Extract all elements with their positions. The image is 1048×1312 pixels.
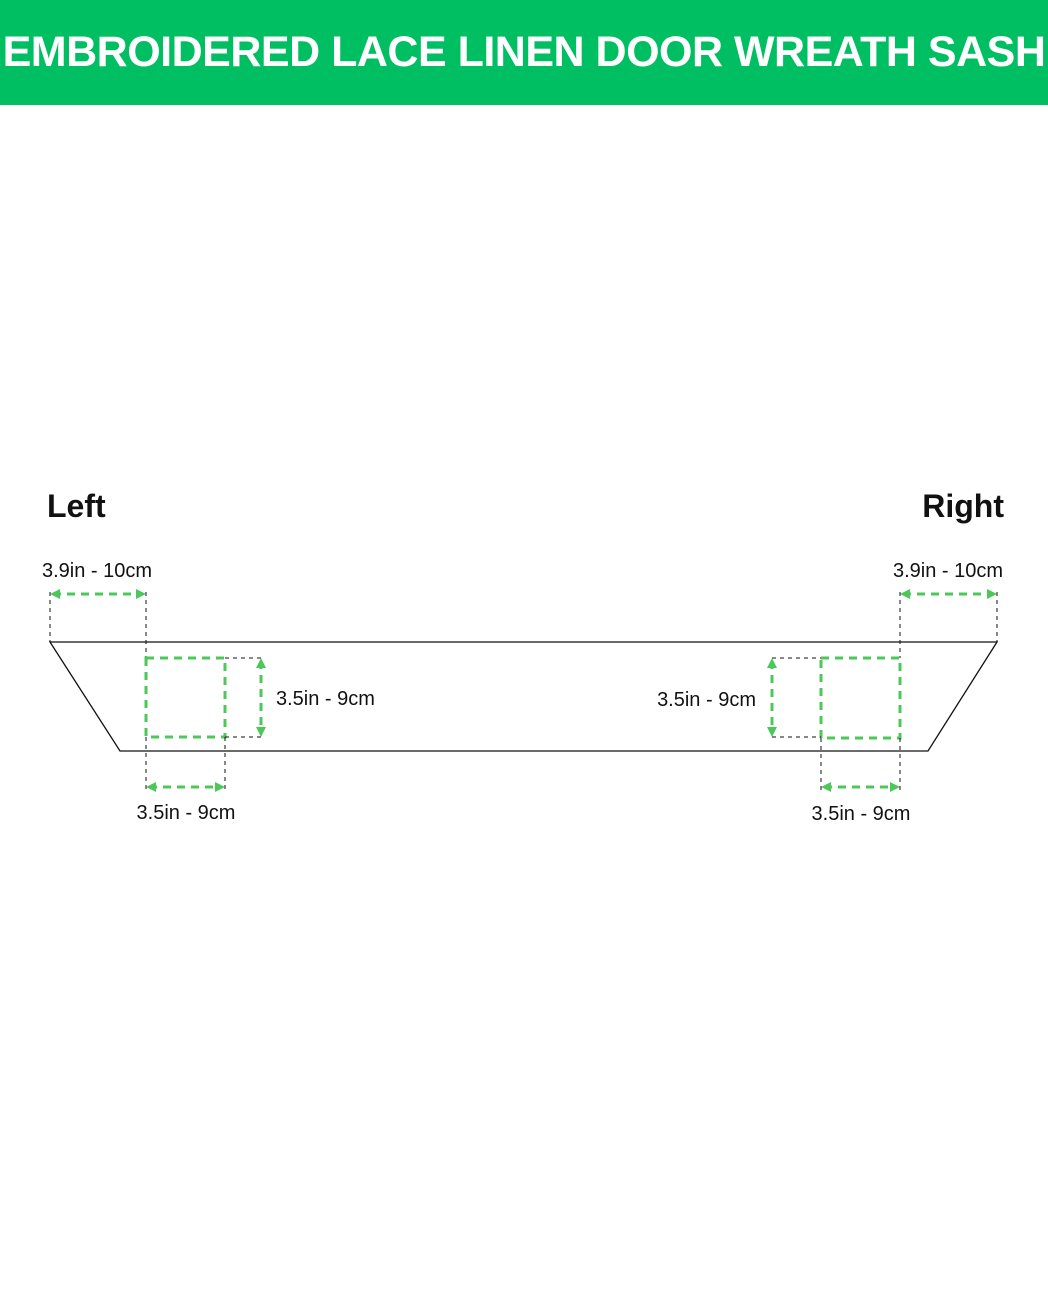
left-patch-width-label: 3.5in - 9cm <box>137 802 236 824</box>
left-patch-height-label: 3.5in - 9cm <box>276 688 375 710</box>
title-banner: EMBROIDERED LACE LINEN DOOR WREATH SASH <box>0 0 1048 105</box>
right-patch-height-label: 3.5in - 9cm <box>657 689 756 711</box>
left-side-label: Left <box>47 488 106 524</box>
right-edge-offset-label: 3.9in - 10cm <box>893 560 1003 582</box>
right-patch-width-label: 3.5in - 9cm <box>812 803 911 825</box>
product-title: EMBROIDERED LACE LINEN DOOR WREATH SASH <box>2 28 1046 76</box>
left-edge-offset-label: 3.9in - 10cm <box>42 560 152 582</box>
sash-outline <box>48 641 999 752</box>
left-embroidery-patch <box>144 656 227 739</box>
right-side-label: Right <box>922 488 1004 524</box>
right-embroidery-patch <box>819 656 902 740</box>
